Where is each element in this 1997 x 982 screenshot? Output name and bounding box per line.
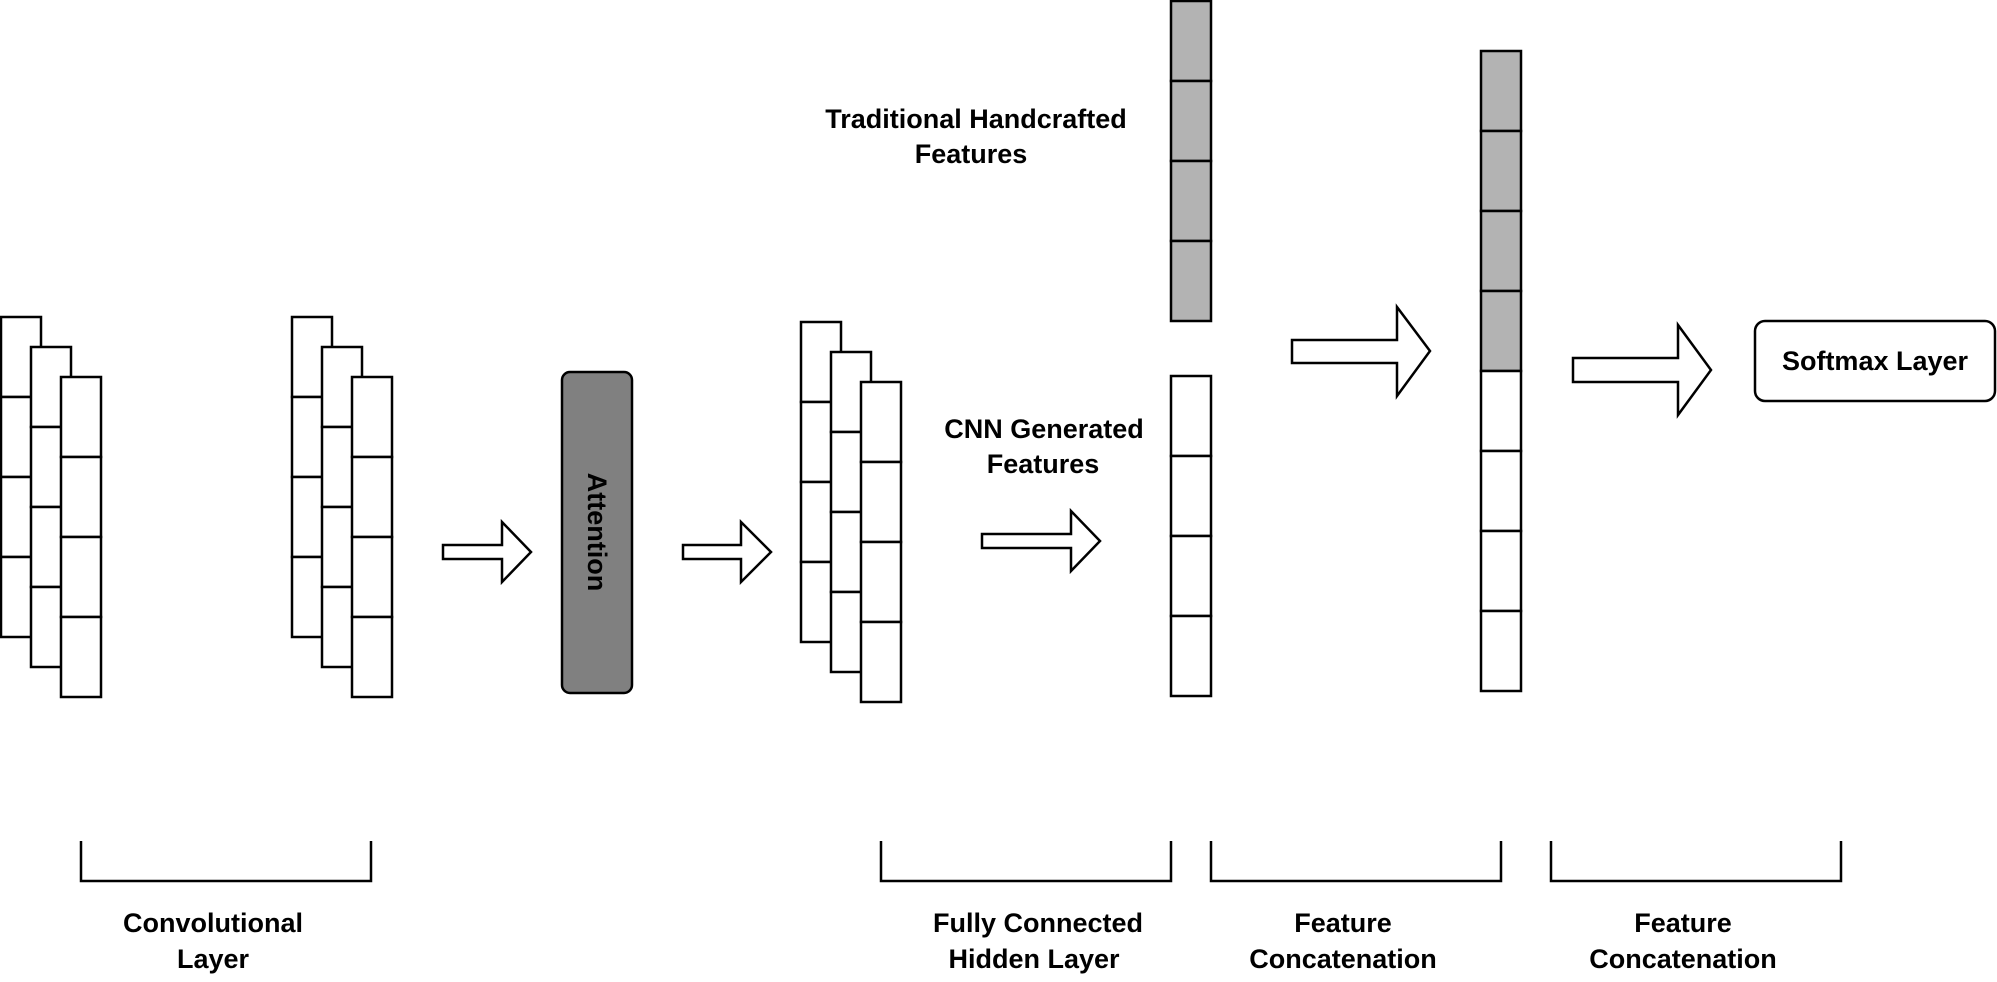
fc-hidden-layer-stack xyxy=(799,320,903,704)
arrow-from-attention xyxy=(681,518,773,586)
traditional-features-label-line1: Traditional Handcrafted xyxy=(825,104,1127,134)
bracket-group xyxy=(79,841,1843,883)
bracket-concat-1 xyxy=(1209,841,1503,883)
handcrafted-feature-vector xyxy=(1169,0,1213,323)
feature-map-front xyxy=(350,375,394,699)
fc-layer-label-line2: Hidden Layer xyxy=(948,944,1120,974)
concat-1-label-line2: Concatenation xyxy=(1249,944,1437,974)
attention-label: Attention xyxy=(582,473,612,591)
softmax-layer-box: Softmax Layer xyxy=(1753,319,1997,403)
concat-1-label-line1: Feature xyxy=(1294,908,1392,938)
conv-layer-label-line2: Layer xyxy=(177,944,250,974)
bracket-fc-layer xyxy=(879,841,1173,883)
concatenated-feature-vector xyxy=(1479,49,1523,693)
fc-layer-label-line1: Fully Connected xyxy=(933,908,1143,938)
conv-feature-map-stack-1 xyxy=(0,315,103,699)
feature-map-front xyxy=(859,380,903,704)
traditional-features-label-line2: Features xyxy=(915,139,1028,169)
cnn-feature-vector xyxy=(1169,374,1213,698)
conv-layer-label-line1: Convolutional xyxy=(123,908,303,938)
bracket-conv-layer xyxy=(79,841,373,883)
cnn-features-label-line1: CNN Generated xyxy=(944,414,1144,444)
softmax-label: Softmax Layer xyxy=(1782,346,1969,376)
bracket-concat-2 xyxy=(1549,841,1843,883)
feature-map-front xyxy=(59,375,103,699)
concat-2-label-line2: Concatenation xyxy=(1589,944,1777,974)
conv-feature-map-stack-2 xyxy=(290,315,394,699)
arrow-to-cnn-features xyxy=(980,507,1102,575)
attention-block: Attention xyxy=(560,370,634,695)
concat-2-label-line1: Feature xyxy=(1634,908,1732,938)
arrow-to-concatenation xyxy=(1290,303,1432,400)
cnn-features-label-line2: Features xyxy=(987,449,1100,479)
arrow-to-softmax xyxy=(1571,321,1713,419)
arrow-to-attention xyxy=(441,518,533,586)
